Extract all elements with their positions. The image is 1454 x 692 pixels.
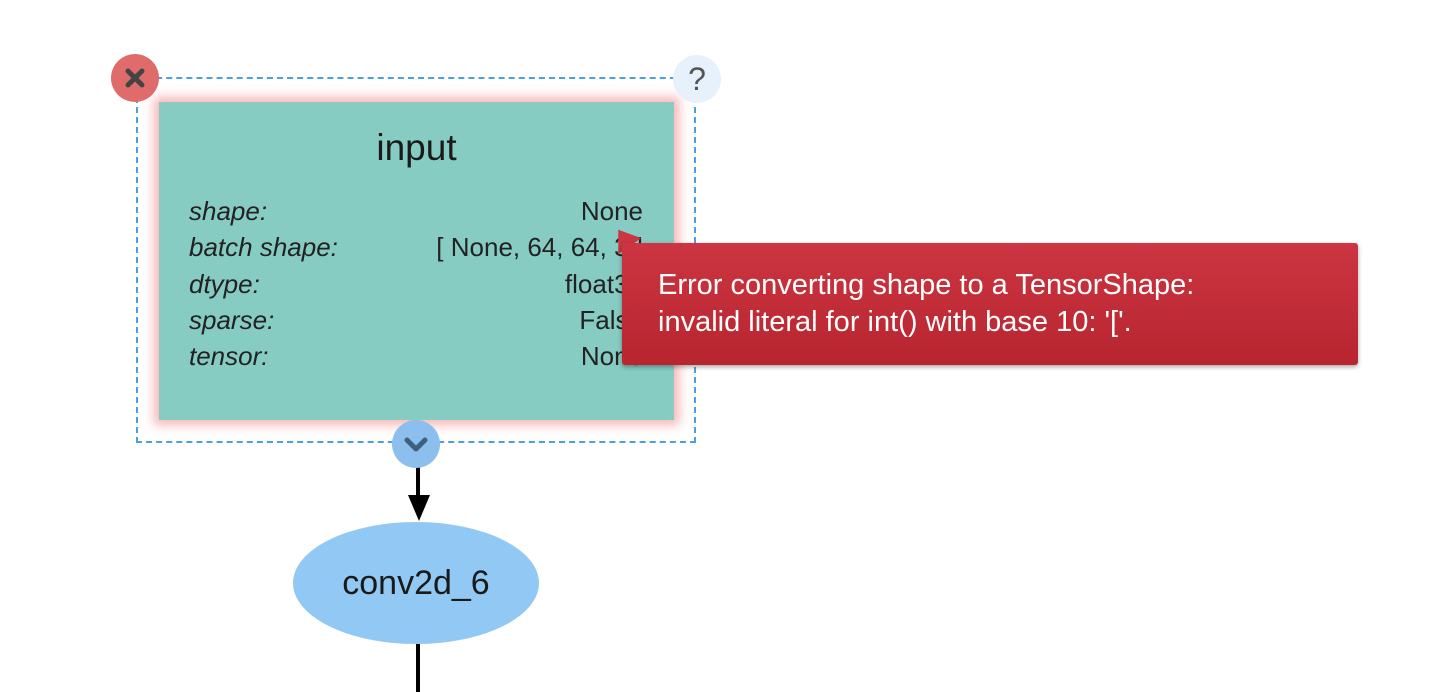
- edge-conv-to-next: [416, 644, 420, 692]
- node-title: input: [376, 127, 457, 168]
- property-row-dtype: dtype: float32: [189, 269, 643, 305]
- property-row-shape: shape: None: [189, 196, 643, 232]
- property-row-batch-shape: batch shape: [ None, 64, 64, 3 ]: [189, 232, 643, 268]
- error-message-line-2: invalid literal for int() with base 10: …: [658, 306, 1132, 338]
- chevron-down-icon: [404, 437, 428, 452]
- edge-arrowhead: [408, 495, 430, 521]
- error-message-line-1: Error converting shape to a TensorShape:: [658, 269, 1195, 301]
- property-label: dtype:: [189, 269, 260, 299]
- conv2d-node-label: conv2d_6: [342, 563, 490, 602]
- property-label: sparse:: [189, 305, 275, 335]
- property-label: shape:: [189, 196, 268, 226]
- edge-input-to-conv: [416, 464, 420, 498]
- input-layer-node[interactable]: [159, 102, 674, 420]
- node-help-button[interactable]: ?: [673, 55, 721, 103]
- property-row-sparse: sparse: False: [189, 305, 643, 341]
- error-tooltip: Error converting shape to a TensorShape:…: [622, 243, 1358, 365]
- property-value[interactable]: None: [580, 196, 643, 226]
- conv2d-layer-node[interactable]: conv2d_6: [293, 522, 539, 644]
- property-value[interactable]: [ None, 64, 64, 3 ]: [436, 232, 643, 262]
- close-icon: [125, 68, 145, 88]
- property-label: tensor:: [189, 341, 269, 371]
- remove-node-button[interactable]: [111, 54, 159, 102]
- property-label: batch shape:: [189, 232, 338, 262]
- question-mark-icon: ?: [688, 60, 706, 97]
- expand-node-button[interactable]: [392, 420, 440, 468]
- property-row-tensor: tensor: None: [189, 341, 643, 377]
